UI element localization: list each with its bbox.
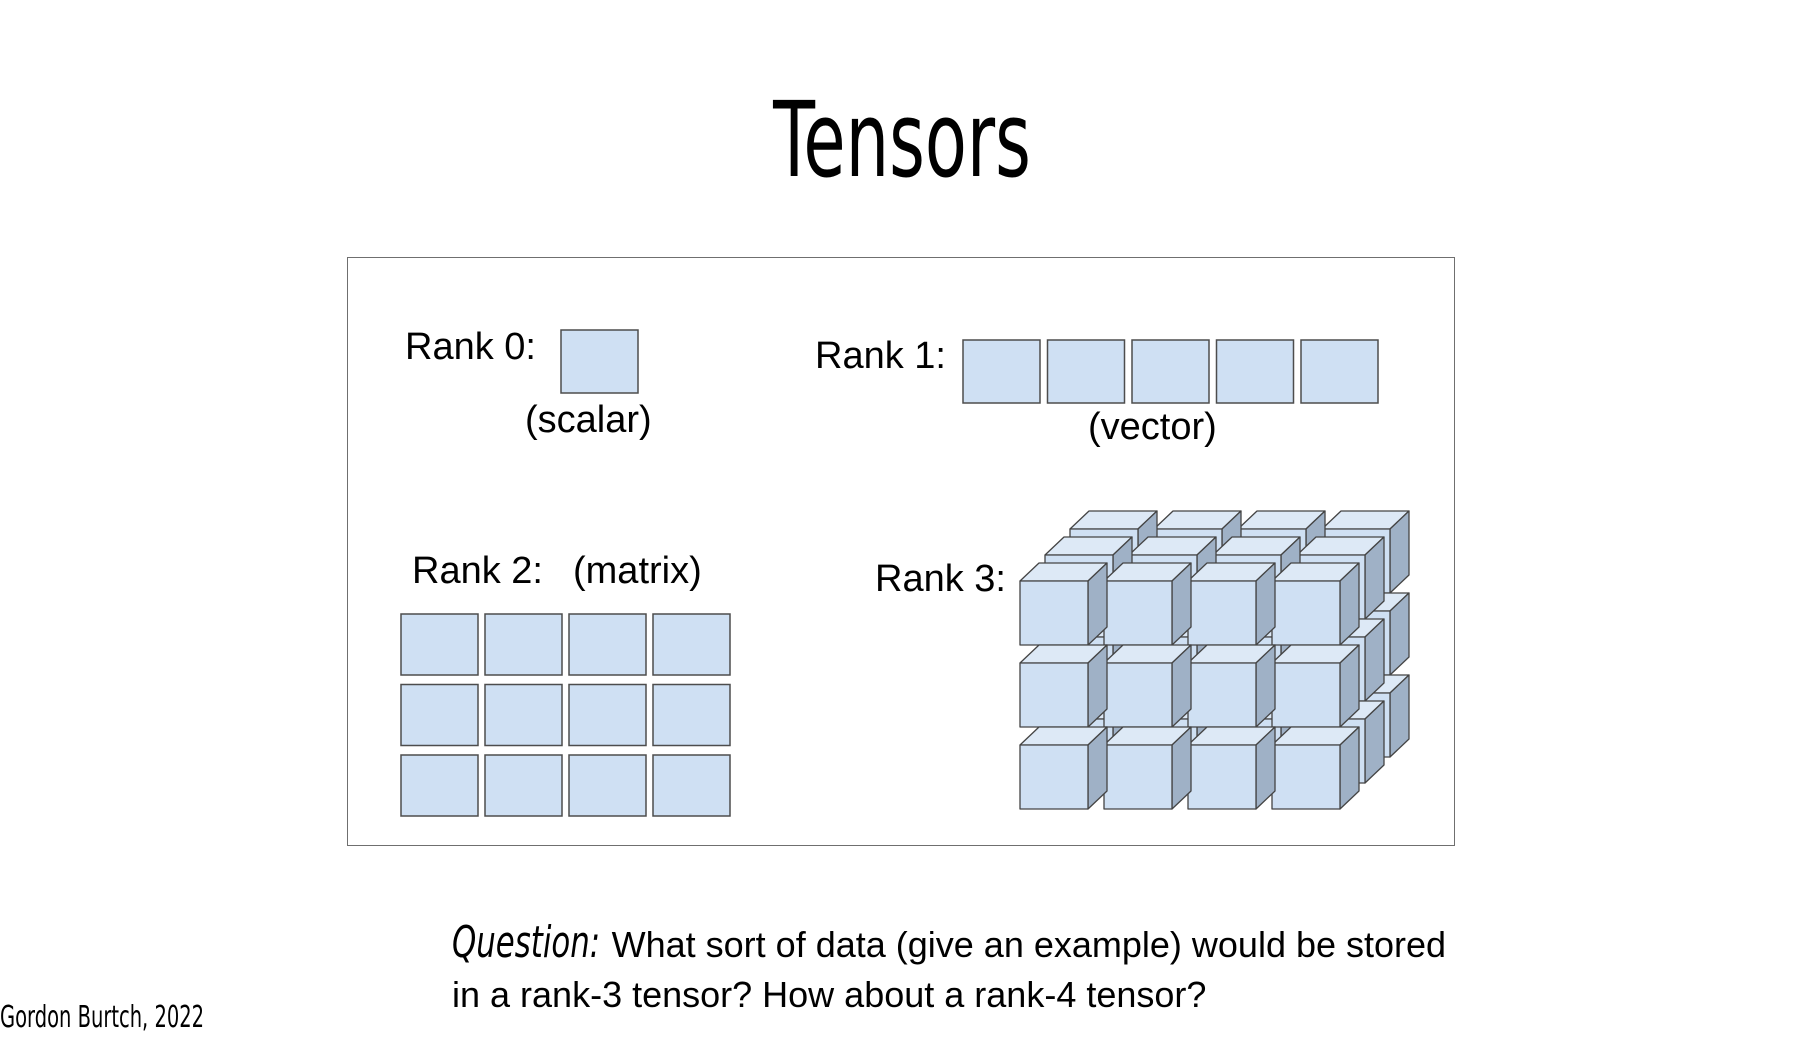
slide-title: Tensors	[773, 79, 1031, 201]
cube-front-face	[1271, 662, 1341, 728]
cube-front-face	[1187, 744, 1257, 810]
rank1-caption: (vector)	[1088, 406, 1217, 448]
tensor-diagram: Rank 0: (scalar) Rank 1: (vector) Rank 2…	[400, 326, 1410, 817]
matrix-cell	[484, 754, 563, 817]
scalar-cell	[560, 329, 639, 394]
cube-front-face	[1271, 580, 1341, 646]
cube-front-face	[1187, 580, 1257, 646]
vector-cell	[1046, 339, 1126, 404]
cube-front-face	[1103, 580, 1173, 646]
rank3-group: Rank 3:	[875, 510, 1410, 810]
vector-cell	[1131, 339, 1210, 404]
rank1-label: Rank 1:	[815, 335, 946, 377]
vector-cell	[1300, 339, 1379, 404]
cube-front-face	[1019, 580, 1089, 646]
rank2-caption: (matrix)	[573, 550, 702, 592]
rank2-label: Rank 2:	[412, 550, 543, 592]
cube-front-face	[1187, 662, 1257, 728]
rank1-group: Rank 1: (vector)	[815, 335, 1379, 448]
matrix-cell	[568, 613, 647, 676]
cube-front-face	[1103, 662, 1173, 728]
matrix-cell	[484, 613, 563, 676]
matrix-cell	[568, 683, 647, 747]
author-credit: Gordon Burtch, 2022	[0, 1000, 205, 1035]
matrix-cell	[652, 683, 731, 747]
question-lead: Question:	[452, 917, 601, 968]
matrix-cell	[568, 754, 647, 817]
question-body: What sort of data (give an example) woul…	[452, 924, 1447, 1015]
rank2-group: Rank 2: (matrix)	[400, 550, 731, 817]
matrix-cell	[484, 683, 563, 747]
rank3-label: Rank 3:	[875, 558, 1006, 600]
rank0-caption: (scalar)	[525, 399, 652, 441]
rank0-label: Rank 0:	[405, 326, 536, 368]
cube-front-face	[1019, 662, 1089, 728]
cube-front-face	[1103, 744, 1173, 810]
rank0-group: Rank 0: (scalar)	[405, 326, 652, 441]
cube-front-face	[1271, 744, 1341, 810]
matrix-cell	[400, 754, 479, 817]
matrix-cell	[400, 683, 479, 747]
cube-front-face	[1019, 744, 1089, 810]
vector-cell	[962, 339, 1041, 404]
vector-cell	[1215, 339, 1295, 404]
matrix-cell	[652, 613, 731, 676]
question-text: Question: What sort of data (give an exa…	[452, 918, 1452, 1020]
matrix-cell	[400, 613, 479, 676]
matrix-cell	[652, 754, 731, 817]
